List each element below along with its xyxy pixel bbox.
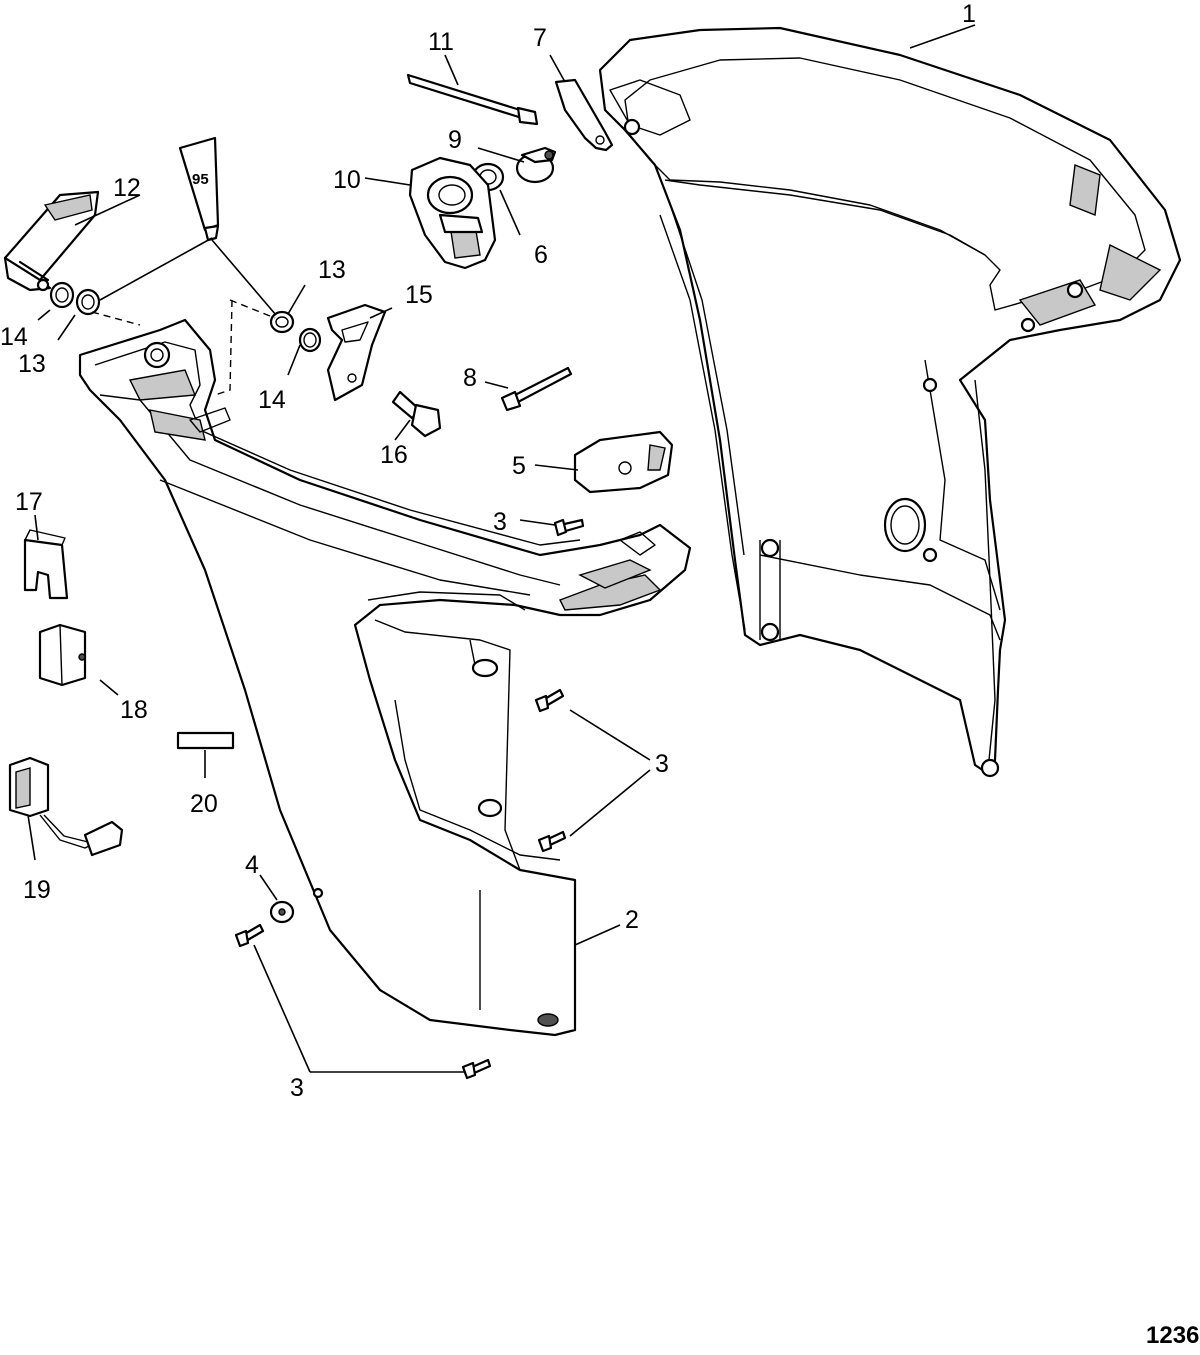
callout-1: 1 xyxy=(962,0,976,28)
callout-19: 19 xyxy=(23,876,51,904)
callout-3-right: 3 xyxy=(655,750,669,778)
callout-6: 6 xyxy=(534,241,548,269)
callout-16: 16 xyxy=(380,441,408,469)
washers-center xyxy=(269,310,322,353)
callout-11: 11 xyxy=(428,28,454,56)
part-11-cable-tie xyxy=(406,73,539,126)
callout-3-upper: 3 xyxy=(493,508,507,536)
part-7-bracket xyxy=(554,78,614,152)
leader-lines xyxy=(27,24,976,1073)
part-5-cover xyxy=(573,430,674,494)
screw-3-bottom xyxy=(461,1058,492,1080)
callout-17: 17 xyxy=(15,488,43,516)
callout-9: 9 xyxy=(448,126,462,154)
part-10-mounting-plate xyxy=(408,156,497,270)
sealant-tube-label: 95 xyxy=(192,171,209,188)
part-1-rear-cowl xyxy=(598,26,1182,778)
part-2-front-cowl xyxy=(78,318,692,1037)
callout-10: 10 xyxy=(333,166,361,194)
part-12-handle xyxy=(3,190,100,292)
callout-2: 2 xyxy=(625,906,639,934)
part-18-block xyxy=(38,623,87,687)
part-16-bolt xyxy=(391,390,442,438)
callout-7: 7 xyxy=(533,24,547,52)
callout-14-left: 14 xyxy=(0,323,28,351)
callout-4: 4 xyxy=(245,851,259,879)
callout-3-bottom: 3 xyxy=(290,1074,304,1102)
part-20-decal xyxy=(176,731,235,750)
callout-20: 20 xyxy=(190,790,218,818)
screw-3-middle-b xyxy=(537,830,567,853)
part-sealant-tube: 95 xyxy=(178,136,220,242)
washers-left xyxy=(49,281,101,316)
screw-3-lower-left xyxy=(234,923,265,948)
part-4-washer xyxy=(269,900,295,924)
callout-13-left: 13 xyxy=(18,350,46,378)
part-15-latch-plate xyxy=(326,303,387,402)
screw-3-middle-a xyxy=(534,688,565,713)
screw-3-upper xyxy=(553,518,585,537)
callout-8: 8 xyxy=(463,364,477,392)
part-19-switch-harness xyxy=(8,756,124,857)
callout-12: 12 xyxy=(113,174,141,202)
callout-14-center: 14 xyxy=(258,386,286,414)
callout-13-center: 13 xyxy=(318,256,346,284)
callout-5: 5 xyxy=(512,452,526,480)
part-9-grommet xyxy=(515,146,557,184)
callout-18: 18 xyxy=(120,696,148,724)
figure-number: 1236 xyxy=(1146,1322,1199,1349)
part-8-screw xyxy=(500,366,573,412)
callout-15: 15 xyxy=(405,281,433,309)
part-17-clip xyxy=(23,529,69,600)
